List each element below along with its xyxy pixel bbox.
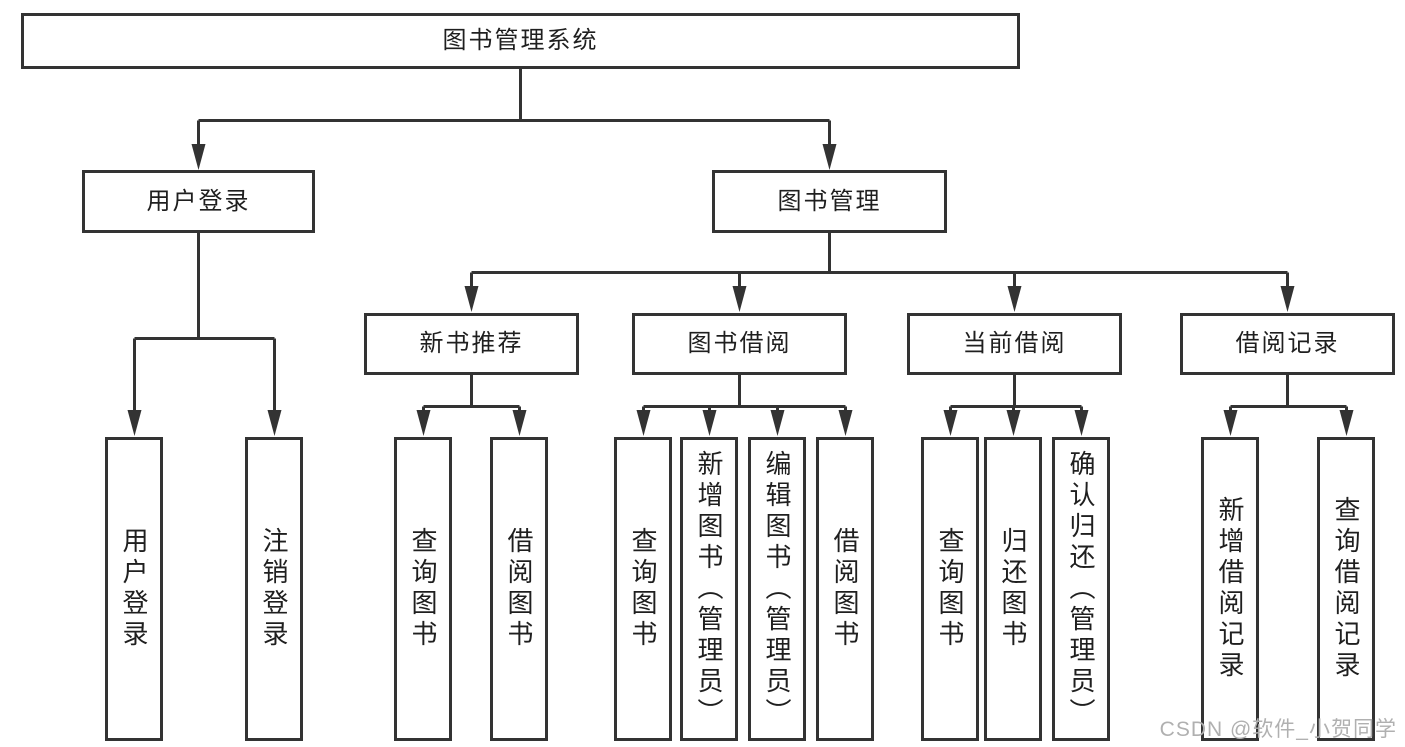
leaf-borrow-books-recommend: 借阅图书 xyxy=(490,437,548,741)
leaf-edit-book-admin: 编辑图书（管理员） xyxy=(748,437,806,741)
node-book-borrowing: 图书借阅 xyxy=(632,313,847,375)
node-borrowing-records: 借阅记录 xyxy=(1180,313,1395,375)
node-new-book-recommendation: 新书推荐 xyxy=(364,313,579,375)
node-library-management-system: 图书管理系统 xyxy=(21,13,1020,69)
leaf-borrow-books-borrowing: 借阅图书 xyxy=(816,437,874,741)
leaf-query-books-current: 查询图书 xyxy=(921,437,979,741)
leaf-query-borrow-record: 查询借阅记录 xyxy=(1317,437,1375,741)
leaf-confirm-return-admin: 确认归还（管理员） xyxy=(1052,437,1110,741)
node-book-management: 图书管理 xyxy=(712,170,947,233)
arrowheads xyxy=(127,144,1354,436)
leaf-add-borrow-record: 新增借阅记录 xyxy=(1201,437,1259,741)
leaf-user-login: 用户登录 xyxy=(105,437,163,741)
leaf-return-books: 归还图书 xyxy=(984,437,1042,741)
csdn-watermark: CSDN @软件_小贺同学 xyxy=(1159,718,1397,741)
leaf-logout: 注销登录 xyxy=(245,437,303,741)
node-user-login: 用户登录 xyxy=(82,170,315,233)
leaf-query-books-borrowing: 查询图书 xyxy=(614,437,672,741)
node-current-borrowing: 当前借阅 xyxy=(907,313,1122,375)
connector-branches xyxy=(133,69,1348,412)
leaf-add-book-admin: 新增图书（管理员） xyxy=(680,437,738,741)
leaf-query-books-recommend: 查询图书 xyxy=(394,437,452,741)
